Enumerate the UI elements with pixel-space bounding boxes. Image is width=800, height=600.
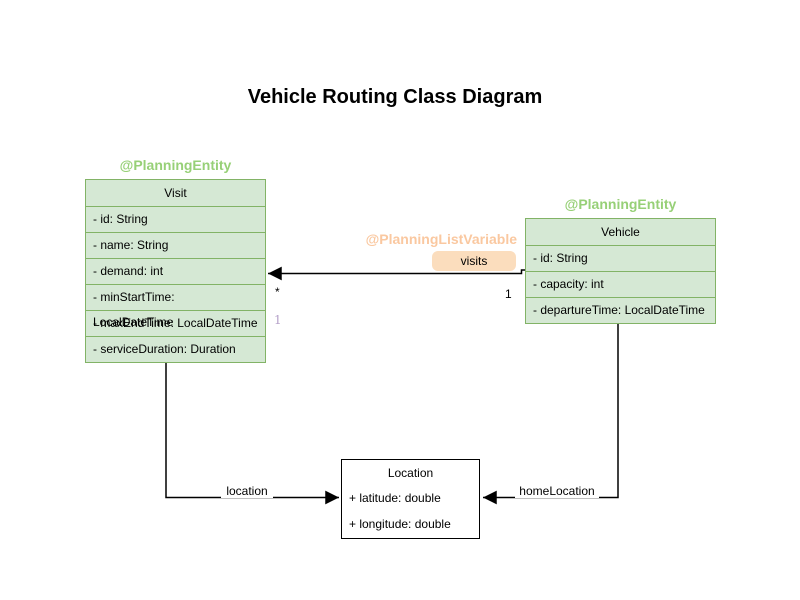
visits-source-multiplicity: 1 [505, 287, 512, 301]
vehicle-class-name: Vehicle [601, 225, 640, 239]
location-attribute-latitude: + latitude: double [349, 491, 441, 505]
visits-secondary-multiplicity: 1 [274, 313, 282, 327]
visit-class: Visit - id: String - name: String - dema… [85, 179, 266, 363]
location-class-name: Location [387, 466, 434, 480]
visit-class-name: Visit [164, 186, 187, 200]
vehicle-attribute-departure-time: - departureTime: LocalDateTime [526, 297, 715, 323]
location-attribute-longitude: + longitude: double [349, 517, 451, 531]
diagram-title: Vehicle Routing Class Diagram [247, 86, 543, 108]
visits-edge-label: visits [432, 251, 516, 271]
visit-attribute-id: - id: String [86, 206, 265, 232]
visit-attribute-min-start-time: - minStartTime: LocalDateTime [86, 284, 265, 329]
location-edge [165, 362, 339, 505]
home-location-edge-label: homeLocation [515, 484, 599, 498]
visits-edge-annotation: @PlanningListVariable [365, 231, 517, 247]
visit-attribute-service-duration: - serviceDuration: Duration [86, 336, 265, 362]
vehicle-annotation: @PlanningEntity [564, 196, 677, 212]
home-location-edge [483, 322, 619, 505]
location-class: Location + latitude: double + longitude:… [341, 459, 480, 539]
vehicle-class: Vehicle - id: String - capacity: int - d… [525, 218, 716, 324]
visit-attribute-max-end-time: - maxEndTime: LocalDateTime [86, 310, 265, 336]
visits-target-multiplicity: * [275, 285, 280, 299]
vehicle-attribute-id: - id: String [526, 245, 715, 271]
visit-annotation: @PlanningEntity [119, 157, 232, 173]
visit-attribute-name: - name: String [86, 232, 265, 258]
visit-attribute-demand: - demand: int [86, 258, 265, 284]
location-edge-label: location [221, 484, 273, 498]
vehicle-attribute-capacity: - capacity: int [526, 271, 715, 297]
